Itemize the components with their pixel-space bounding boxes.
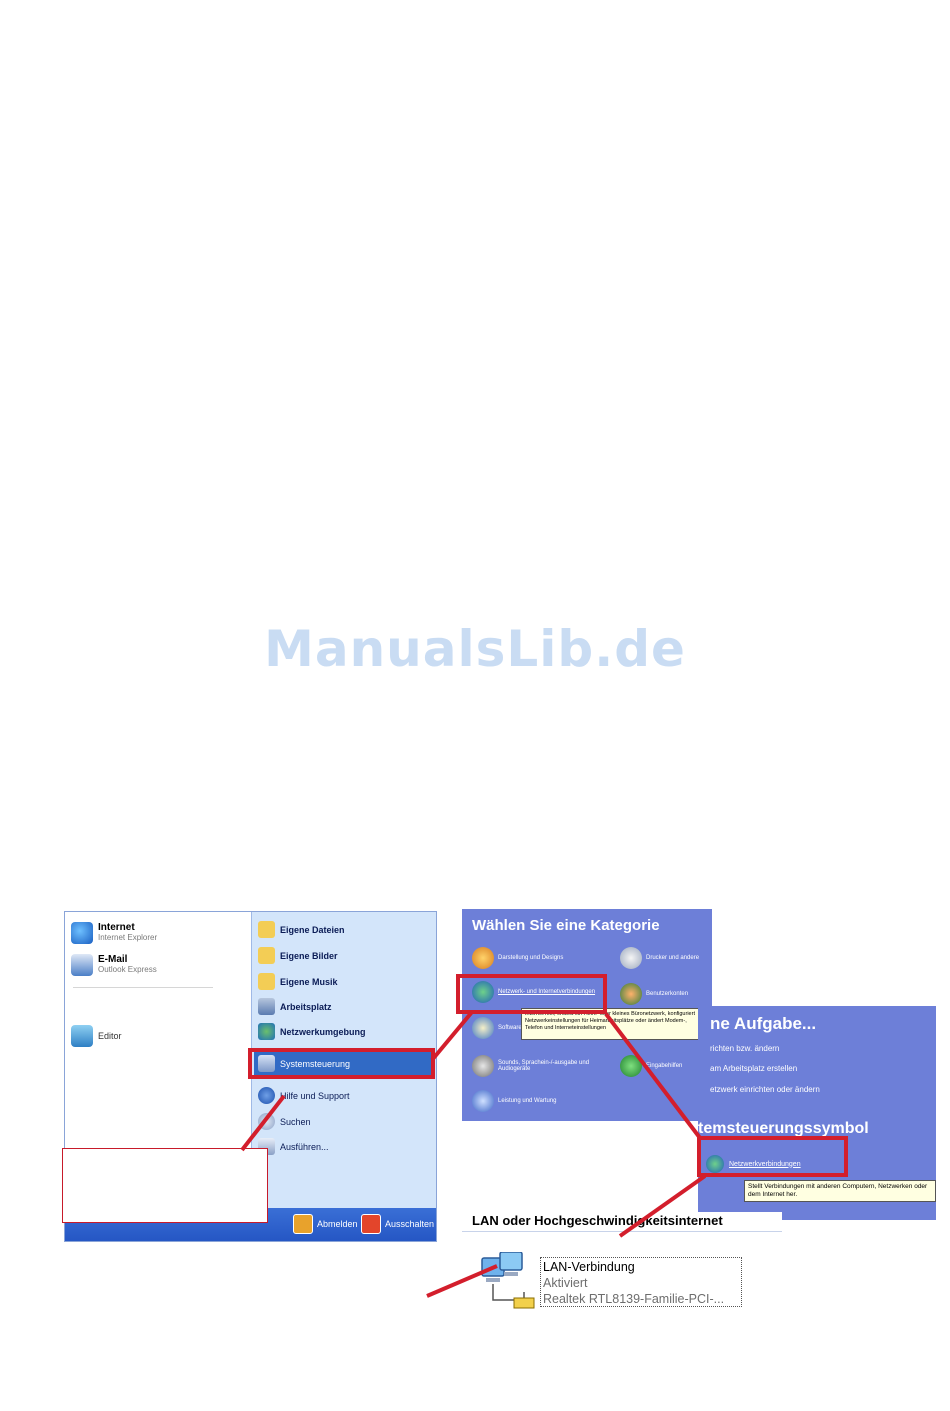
task-label: am Arbeitsplatz erstellen xyxy=(710,1064,798,1073)
performance-icon xyxy=(472,1090,494,1112)
menu-item-eigene-bilder[interactable]: Eigene Bilder xyxy=(258,947,338,964)
menu-item-label: Ausführen... xyxy=(280,1141,329,1152)
menu-item-label: Eigene Bilder xyxy=(280,950,338,961)
menu-item-netzwerkumgebung[interactable]: Netzwerkumgebung xyxy=(258,1023,366,1040)
category-darstellung[interactable]: Darstellung und Designs xyxy=(472,947,563,969)
pinned-internet[interactable]: Internet Internet Explorer xyxy=(71,922,157,944)
music-folder-icon xyxy=(258,973,275,990)
search-icon xyxy=(258,1113,275,1130)
menu-item-label: Eigene Dateien xyxy=(280,924,345,935)
folder-icon xyxy=(258,921,275,938)
selection-highlight xyxy=(254,1050,434,1076)
category-leistung[interactable]: Leistung und Wartung xyxy=(472,1090,556,1112)
help-icon xyxy=(258,1087,275,1104)
software-icon xyxy=(472,1017,494,1039)
menu-item-systemsteuerung[interactable]: Systemsteuerung xyxy=(258,1055,350,1072)
lan-connection-label[interactable]: LAN-Verbindung Aktiviert Realtek RTL8139… xyxy=(540,1257,742,1307)
notepad-icon xyxy=(71,1025,93,1047)
menu-item-eigene-dateien[interactable]: Eigene Dateien xyxy=(258,921,345,938)
recent-title: Editor xyxy=(98,1031,122,1041)
watermark: ManualsLib.de xyxy=(264,620,686,678)
menu-item-label: Systemsteuerung xyxy=(280,1058,351,1069)
menu-item-hilfe[interactable]: Hilfe und Support xyxy=(258,1087,350,1104)
pictures-folder-icon xyxy=(258,947,275,964)
highlight-systemsteuerung xyxy=(248,1048,435,1079)
lan-connection-adapter: Realtek RTL8139-Familie-PCI-... xyxy=(543,1292,725,1306)
category-label: Drucker und andere xyxy=(646,955,700,961)
pinned-title: Internet xyxy=(98,922,135,933)
control-panel-icon xyxy=(258,1055,275,1072)
menu-item-label: Suchen xyxy=(280,1116,311,1127)
users-icon xyxy=(620,983,642,1005)
task-link[interactable]: richten bzw. ändern xyxy=(710,1044,779,1053)
power-icon xyxy=(361,1214,381,1234)
menu-item-suchen[interactable]: Suchen xyxy=(258,1113,311,1130)
lan-connection-icon[interactable] xyxy=(478,1251,536,1314)
menu-item-arbeitsplatz[interactable]: Arbeitsplatz xyxy=(258,998,332,1015)
task-label: richten bzw. ändern xyxy=(710,1044,780,1053)
appearance-icon xyxy=(472,947,494,969)
speaker-icon xyxy=(472,1055,494,1077)
category-label: Darstellung und Designs xyxy=(498,955,564,961)
internet-explorer-icon xyxy=(71,922,93,944)
outlook-express-icon xyxy=(71,954,93,976)
category-software[interactable]: Software xyxy=(472,1017,522,1039)
menu-item-eigene-musik[interactable]: Eigene Musik xyxy=(258,973,338,990)
task-link[interactable]: am Arbeitsplatz erstellen xyxy=(710,1064,797,1073)
menu-item-ausfuehren[interactable]: Ausführen... xyxy=(258,1138,329,1155)
menu-item-label: Netzwerkumgebung xyxy=(280,1026,366,1037)
printer-icon xyxy=(620,947,642,969)
shutdown-button[interactable]: Ausschalten xyxy=(361,1214,434,1234)
category-eingabehilfen[interactable]: Eingabehilfen xyxy=(620,1055,682,1077)
network-connections-link[interactable]: Netzwerkverbindungen xyxy=(706,1155,801,1173)
category-label: Sounds, Sprachein-/-ausgabe und Audioger… xyxy=(498,1060,590,1072)
pinned-email[interactable]: E-Mail Outlook Express xyxy=(71,954,157,976)
logoff-label: Abmelden xyxy=(317,1219,358,1229)
recent-editor[interactable]: Editor xyxy=(71,1025,122,1047)
network-connections-icon xyxy=(706,1155,724,1173)
task-label: etzwerk einrichten oder ändern xyxy=(710,1085,820,1094)
category-label: Netzwerk- und Internetverbindungen xyxy=(498,989,596,995)
key-icon xyxy=(293,1214,313,1234)
logoff-button[interactable]: Abmelden xyxy=(293,1214,358,1234)
category-label: Software xyxy=(498,1025,522,1031)
highlight-netzwerk-category xyxy=(456,974,607,1014)
category-label: Leistung und Wartung xyxy=(498,1098,557,1104)
start-menu-right-column: Eigene Dateien Eigene Bilder Eigene Musi… xyxy=(251,912,436,1208)
menu-item-label: Eigene Musik xyxy=(280,976,338,987)
lan-section-header: LAN oder Hochgeschwindigkeitsinternet xyxy=(462,1212,782,1232)
lan-connection-name: LAN-Verbindung xyxy=(543,1260,635,1274)
category-netzwerk[interactable]: Netzwerk- und Internetverbindungen xyxy=(472,981,602,1003)
menu-item-label: Arbeitsplatz xyxy=(280,1001,332,1012)
start-menu-separator xyxy=(73,987,213,988)
network-places-icon xyxy=(258,1023,275,1040)
category-drucker[interactable]: Drucker und andere xyxy=(620,947,699,969)
control-panel-icon-heading: temsteuerungssymbol xyxy=(698,1120,869,1137)
network-panel-title: ne Aufgabe... xyxy=(710,1014,817,1033)
menu-item-label: Hilfe und Support xyxy=(280,1090,350,1101)
computer-icon xyxy=(258,998,275,1015)
highlight-netzwerkverbindungen xyxy=(697,1136,848,1177)
category-label: Benutzerkonten xyxy=(646,991,689,997)
pinned-subtitle: Internet Explorer xyxy=(98,933,158,942)
task-link[interactable]: etzwerk einrichten oder ändern xyxy=(710,1085,820,1094)
category-label: Eingabehilfen xyxy=(646,1063,683,1069)
category-benutzerkonten[interactable]: Benutzerkonten xyxy=(620,983,688,1005)
network-globe-icon xyxy=(472,981,494,1003)
annotation-box xyxy=(62,1148,268,1223)
category-sounds[interactable]: Sounds, Sprachein-/-ausgabe und Audioger… xyxy=(472,1055,622,1077)
control-panel-title: Wählen Sie eine Kategorie xyxy=(472,917,660,934)
pinned-subtitle: Outlook Express xyxy=(98,965,157,974)
accessibility-icon xyxy=(620,1055,642,1077)
network-connections-label: Netzwerkverbindungen xyxy=(729,1160,801,1168)
shutdown-label: Ausschalten xyxy=(385,1219,435,1229)
pinned-title: E-Mail xyxy=(98,954,128,965)
lan-connection-status: Aktiviert xyxy=(543,1276,588,1290)
network-connections-tooltip: Stellt Verbindungen mit anderen Computer… xyxy=(744,1180,936,1202)
